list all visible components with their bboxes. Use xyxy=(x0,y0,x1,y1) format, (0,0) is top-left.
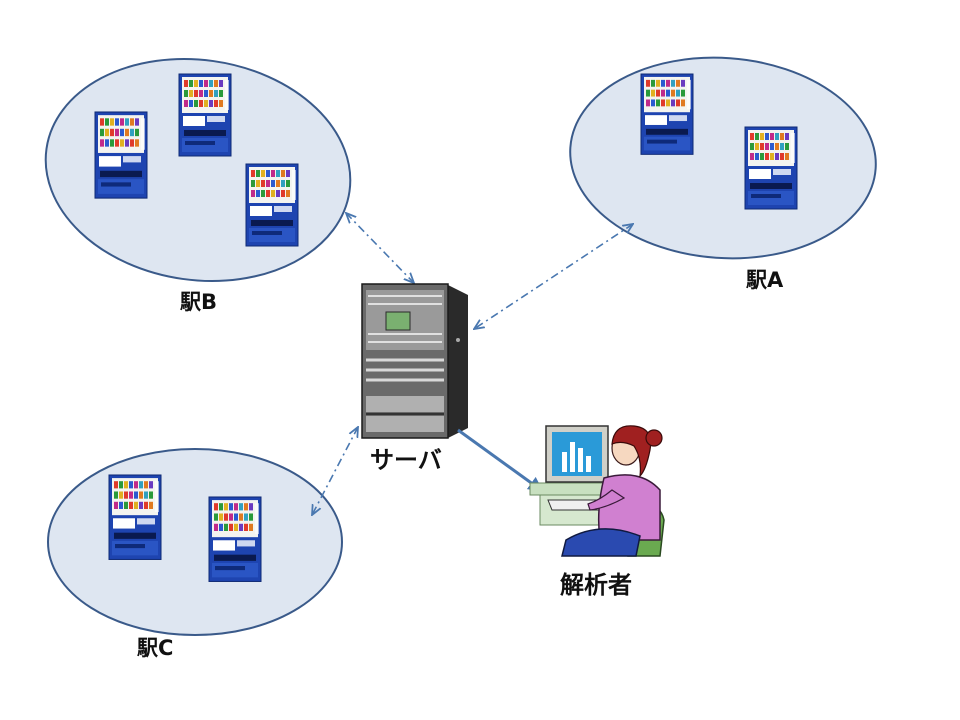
analyst-icon xyxy=(529,425,665,557)
server-icon xyxy=(361,283,468,439)
link-server-station-c xyxy=(312,427,358,515)
vending-machine-b2 xyxy=(94,111,148,199)
vending-machine-c1 xyxy=(108,474,162,560)
link-server-station-a xyxy=(474,224,633,329)
vending-machine-b3 xyxy=(245,163,299,247)
station-a-label: 駅A xyxy=(746,268,784,292)
station-b-label: 駅B xyxy=(180,290,218,314)
station-c-area xyxy=(47,448,343,636)
vending-machine-b1 xyxy=(178,73,232,157)
vending-machine-a1 xyxy=(640,73,694,155)
station-c-label: 駅C xyxy=(137,636,174,660)
vending-machine-c2 xyxy=(208,496,262,582)
server-label: サーバ xyxy=(370,446,442,474)
analyst-label: 解析者 xyxy=(560,571,632,599)
station-a-area xyxy=(569,56,877,260)
vending-machine-a2 xyxy=(744,126,798,210)
link-server-station-b xyxy=(346,213,414,283)
link-server-analyst xyxy=(457,428,544,492)
